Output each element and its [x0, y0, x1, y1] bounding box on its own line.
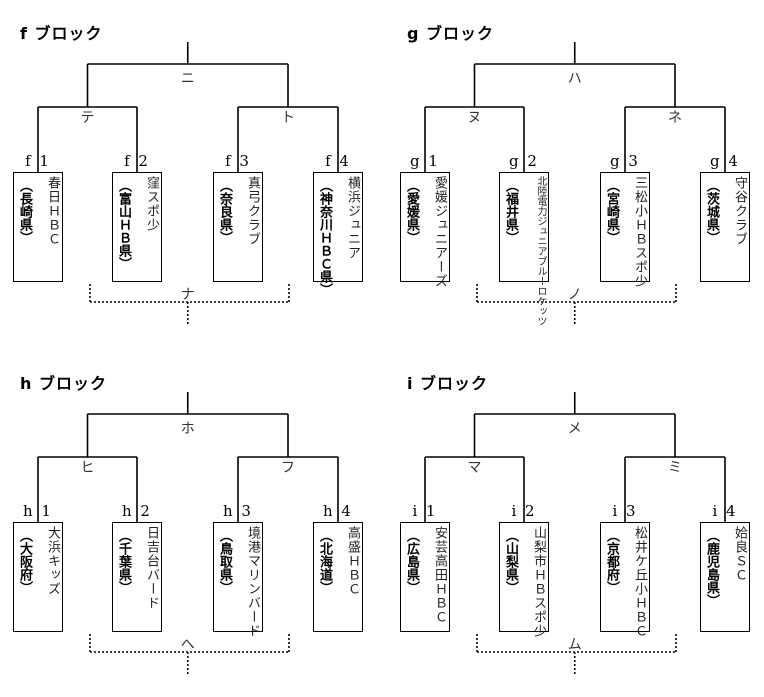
- team-prefecture: （京都府）: [604, 529, 619, 594]
- team-name: 松井ケ丘小ＨＢＣ: [632, 526, 647, 638]
- team-name: 愛媛ジュニアーズ: [432, 176, 447, 288]
- team-name: 北陸電力ジュニアブルーロケッツ: [535, 176, 546, 326]
- team-slot-label: f 3: [225, 152, 251, 170]
- team-slot-label: g 4: [710, 152, 740, 170]
- team-box: 横浜ジュニア （神奈川ＨＢＣ県）: [313, 172, 363, 296]
- block-title: i ブロック: [407, 374, 489, 393]
- team-box: 安芸高田ＨＢＣ （広島県）: [400, 522, 450, 632]
- consolation-match-label: へ: [180, 637, 195, 653]
- team-slot-label: f 2: [124, 152, 150, 170]
- team-slot-label: f 4: [325, 152, 351, 170]
- team-slot-label: g 2: [509, 152, 539, 170]
- team-box: 山梨市ＨＢスポ少 （山梨県）: [499, 522, 549, 638]
- semifinal-right-label: フ: [281, 460, 295, 476]
- team-prefecture: （山梨県）: [503, 529, 518, 594]
- team-prefecture: （奈良県）: [217, 179, 232, 244]
- semifinal-left-label: ヌ: [467, 110, 482, 126]
- final-match-label: ニ: [180, 71, 195, 87]
- team-prefecture: （鹿児島県）: [704, 529, 719, 607]
- team-slot-label: h 3: [223, 502, 253, 520]
- team-name: 山梨市ＨＢスポ少: [531, 526, 546, 638]
- team-slot-label: i 4: [712, 502, 738, 520]
- team-slot-label: g 3: [610, 152, 640, 170]
- team-name: 大浜キッズ: [45, 526, 60, 596]
- team-name: 境港マリンバード: [245, 526, 260, 638]
- team-prefecture: （富山ＨＢ県）: [116, 179, 131, 270]
- team-name: 横浜ジュニア: [345, 176, 360, 260]
- team-box: 真弓クラブ （奈良県）: [213, 172, 263, 282]
- team-name: 真弓クラブ: [245, 176, 260, 246]
- team-box: 姶良ＳＣ （鹿児島県）: [700, 522, 750, 632]
- block-title: g ブロック: [407, 24, 495, 43]
- semifinal-right-label: ミ: [668, 460, 682, 476]
- team-name: 高盛ＨＢＣ: [345, 526, 360, 596]
- team-box: 高盛ＨＢＣ （北海道）: [313, 522, 363, 632]
- consolation-match-label: ム: [567, 637, 582, 653]
- team-prefecture: （鳥取県）: [217, 529, 232, 594]
- team-prefecture: （愛媛県）: [404, 179, 419, 244]
- final-match-label: ホ: [180, 421, 195, 437]
- team-prefecture: （福井県）: [503, 179, 518, 244]
- team-prefecture: （大阪府）: [17, 529, 32, 594]
- semifinal-left-label: テ: [80, 110, 95, 126]
- team-box: 愛媛ジュニアーズ （愛媛県）: [400, 172, 450, 288]
- team-box: 春日ＨＢＣ （長崎県）: [13, 172, 63, 282]
- block-title: f ブロック: [20, 24, 103, 43]
- semifinal-right-label: ネ: [668, 110, 682, 126]
- team-slot-label: i 3: [612, 502, 638, 520]
- team-box: 境港マリンバード （鳥取県）: [213, 522, 263, 638]
- team-name: 三松小ＨＢスポ少: [632, 176, 647, 288]
- team-box: 窪スポ少 （富山ＨＢ県）: [112, 172, 162, 282]
- semifinal-left-label: マ: [467, 460, 482, 476]
- team-slot-label: h 4: [323, 502, 353, 520]
- team-name: 姶良ＳＣ: [732, 526, 747, 582]
- team-prefecture: （北海道）: [317, 529, 332, 594]
- semifinal-right-label: ト: [281, 110, 295, 126]
- team-prefecture: （茨城県）: [704, 179, 719, 244]
- team-box: 松井ケ丘小ＨＢＣ （京都府）: [600, 522, 650, 638]
- consolation-match-label: ナ: [180, 287, 195, 303]
- team-box: 日吉台バード （千葉県）: [112, 522, 162, 632]
- team-box: 守谷クラブ （茨城県）: [700, 172, 750, 282]
- team-name: 安芸高田ＨＢＣ: [432, 526, 447, 624]
- team-slot-label: i 1: [412, 502, 438, 520]
- team-prefecture: （神奈川ＨＢＣ県）: [317, 179, 332, 296]
- team-prefecture: （宮崎県）: [604, 179, 619, 244]
- final-match-label: メ: [567, 421, 582, 437]
- team-name: 日吉台バード: [144, 526, 159, 610]
- consolation-match-label: ノ: [567, 287, 582, 303]
- team-box: 大浜キッズ （大阪府）: [13, 522, 63, 632]
- team-box: 三松小ＨＢスポ少 （宮崎県）: [600, 172, 650, 288]
- team-slot-label: h 2: [122, 502, 152, 520]
- team-slot-label: i 2: [511, 502, 537, 520]
- team-prefecture: （広島県）: [404, 529, 419, 594]
- team-prefecture: （千葉県）: [116, 529, 131, 594]
- team-name: 春日ＨＢＣ: [45, 176, 60, 246]
- team-slot-label: g 1: [410, 152, 440, 170]
- team-name: 窪スポ少: [144, 176, 159, 232]
- team-slot-label: f 1: [25, 152, 51, 170]
- team-prefecture: （長崎県）: [17, 179, 32, 244]
- team-name: 守谷クラブ: [732, 176, 747, 246]
- final-match-label: ハ: [567, 71, 582, 87]
- team-box: 北陸電力ジュニアブルーロケッツ （福井県）: [499, 172, 549, 326]
- team-slot-label: h 1: [23, 502, 53, 520]
- semifinal-left-label: ヒ: [80, 460, 95, 476]
- block-title: h ブロック: [20, 374, 107, 393]
